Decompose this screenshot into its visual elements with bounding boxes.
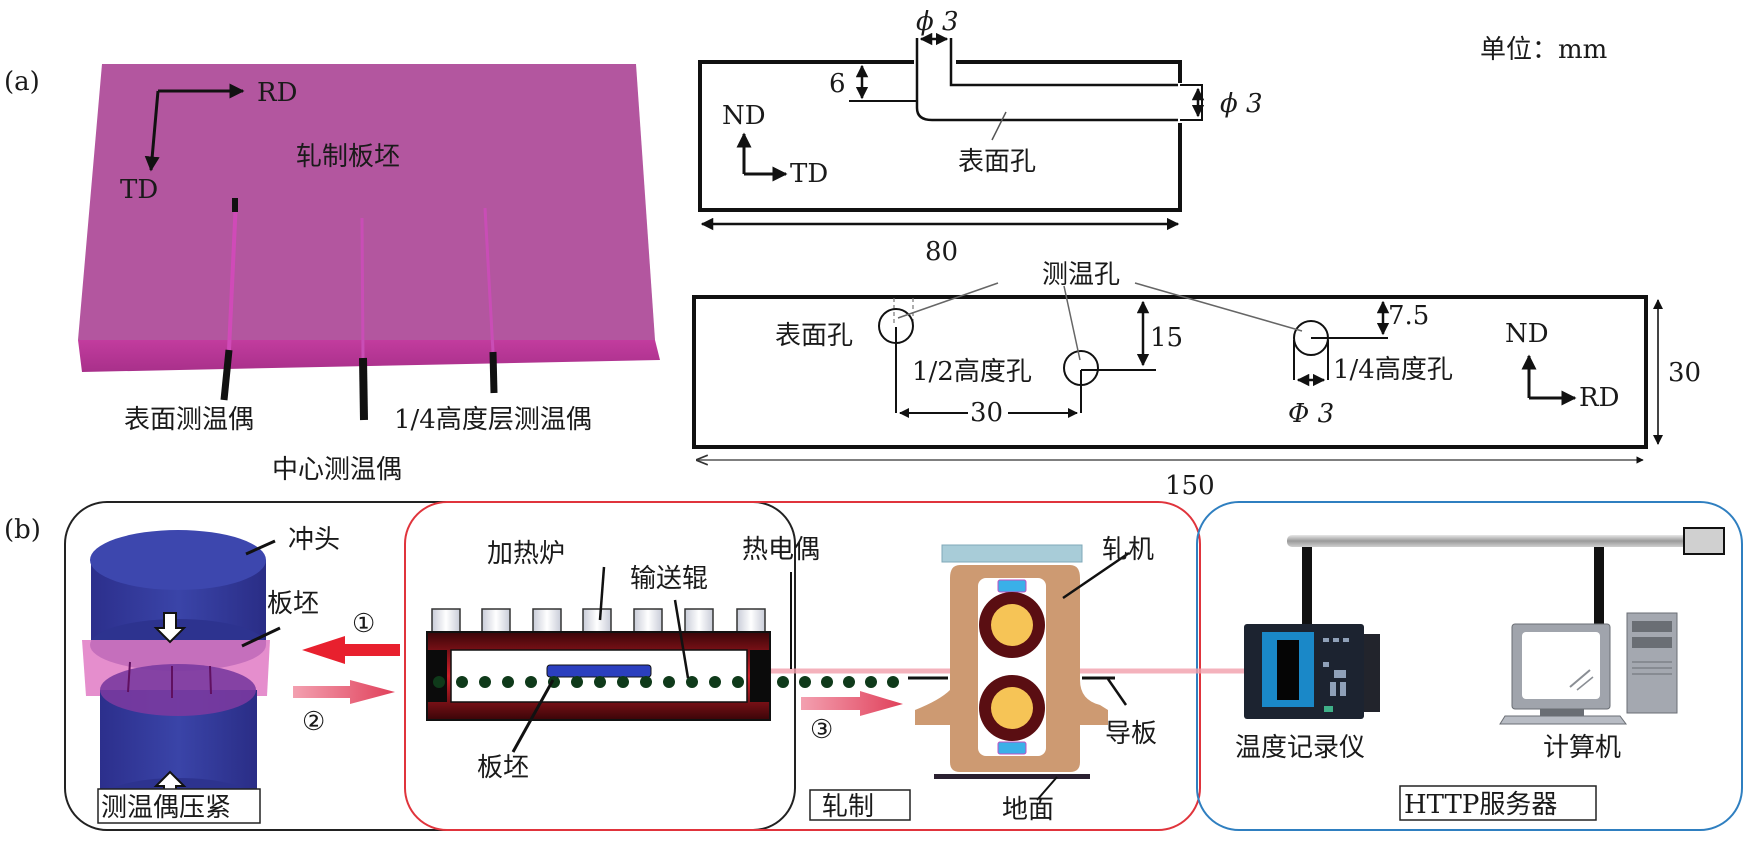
dim-phi3-side: ϕ 3 <box>1220 89 1263 119</box>
mill-label: 轧机 <box>1102 535 1154 565</box>
conveyor-rollers <box>433 676 899 688</box>
slab-top-face <box>78 64 655 340</box>
unit-label: 单位：mm <box>1480 35 1607 65</box>
dim-depth-6: 6 <box>829 69 846 99</box>
conveyor-roller <box>502 676 514 688</box>
dim-width-80: 80 <box>925 237 958 267</box>
rolling-mill <box>908 544 1130 801</box>
dim-length-150: 150 <box>1165 471 1215 501</box>
dim-thickness-30: 30 <box>1668 358 1701 388</box>
step1-arrow-icon <box>302 636 400 664</box>
conveyor-roller <box>571 676 583 688</box>
conveyor-roller <box>686 676 698 688</box>
conveyor-roller <box>777 676 789 688</box>
dim-diameter-phi3: Φ 3 <box>1288 399 1334 429</box>
td-section-nd-label: ND <box>722 101 766 131</box>
recorder-label: 温度记录仪 <box>1235 733 1365 763</box>
rolling-box <box>404 501 1201 831</box>
conveyor-roller <box>732 676 744 688</box>
thermocouple-center <box>359 217 368 421</box>
temperature-recorder <box>1244 624 1380 719</box>
conveyor-roller <box>594 676 606 688</box>
td-section-td-label: TD <box>790 159 828 189</box>
conveyor-roller <box>709 676 721 688</box>
conveyor-roller <box>663 676 675 688</box>
cross-section-td <box>698 32 1205 231</box>
td-section-hole-label: 表面孔 <box>958 147 1036 177</box>
conveyor-roller <box>865 676 877 688</box>
conveyor-roller <box>640 676 652 688</box>
roller-label: 输送辊 <box>630 564 708 594</box>
tc-surface-label: 表面测温偶 <box>124 405 254 435</box>
press-down-arrow-icon <box>153 612 187 644</box>
rolling-box-label-frame <box>809 789 911 821</box>
punch-label: 冲头 <box>288 525 340 555</box>
section-rd-outline <box>692 295 1648 449</box>
dim-quarter-7-5: 7.5 <box>1388 301 1429 331</box>
thermocouple-label: 热电偶 <box>742 535 820 565</box>
rd-hole-surface-label: 表面孔 <box>775 321 853 351</box>
conveyor-roller <box>617 676 629 688</box>
td-arrow-icon <box>144 90 160 172</box>
conveyor-roller <box>479 676 491 688</box>
press-box-label: 测温偶压紧 <box>101 793 231 823</box>
conveyor-roller <box>799 676 811 688</box>
computer <box>1499 612 1678 725</box>
rd-section-nd-label: ND <box>1505 319 1549 349</box>
furnace-slab <box>546 664 652 678</box>
press-slab-label: 板坯 <box>267 589 319 619</box>
ground-label: 地面 <box>1002 795 1054 825</box>
thermocouple-quarter <box>483 207 498 394</box>
rd-hole-half-label: 1/2高度孔 <box>912 357 1032 387</box>
panel-a-label: (a) <box>4 67 40 97</box>
step3-arrow-icon <box>801 691 903 716</box>
cross-section-rd <box>692 282 1663 460</box>
dim-phi3-top: ϕ 3 <box>916 7 959 37</box>
panel-b-label: (b) <box>4 515 41 545</box>
press-furnace-box <box>64 501 796 831</box>
furnace-slab-label: 板坯 <box>477 753 529 783</box>
callout-measure-hole: 测温孔 <box>1042 260 1120 290</box>
heating-furnace <box>426 566 899 753</box>
conveyor-roller <box>821 676 833 688</box>
conveyor-roller <box>525 676 537 688</box>
furnace-burners <box>431 608 766 634</box>
furnace-label: 加热炉 <box>487 539 565 569</box>
slab-rd-label: RD <box>257 78 297 108</box>
step2-arrow-icon <box>293 680 395 704</box>
step2-label: ② <box>302 707 325 737</box>
slab-axes <box>144 83 245 172</box>
slab-3d <box>78 64 660 372</box>
rd-hole-quarter-label: 1/4高度孔 <box>1333 355 1453 385</box>
server-box <box>1196 501 1743 831</box>
dim-spacing-30: 30 <box>970 398 1003 428</box>
press-box-label-frame <box>97 788 261 824</box>
ground-line <box>934 774 1090 779</box>
slab-td-label: TD <box>120 175 158 205</box>
tc-quarter-label: 1/4高度层测温偶 <box>394 405 592 435</box>
press-assembly <box>82 530 281 822</box>
conveyor-roller <box>887 676 899 688</box>
conveyor-roller <box>433 676 445 688</box>
rolling-box-label: 轧制 <box>822 792 874 822</box>
step1-label: ① <box>352 609 375 639</box>
rd-section-rd-label: RD <box>1579 383 1619 413</box>
conveyor-roller <box>456 676 468 688</box>
computer-label: 计算机 <box>1543 733 1621 763</box>
server-box-label: HTTP服务器 <box>1404 790 1557 820</box>
tc-center-label: 中心测温偶 <box>272 455 402 485</box>
slab-title: 轧制板坯 <box>296 142 400 172</box>
thermocouple-surface <box>220 198 238 401</box>
server-box-label-frame <box>1399 785 1597 821</box>
guide-label: 导板 <box>1105 719 1157 749</box>
mill-top-plate <box>941 544 1083 563</box>
network-bus <box>1287 527 1725 632</box>
conveyor-roller <box>843 676 855 688</box>
slab-side-face <box>78 340 660 372</box>
dim-half-15: 15 <box>1150 323 1183 353</box>
step3-label: ③ <box>810 715 833 745</box>
